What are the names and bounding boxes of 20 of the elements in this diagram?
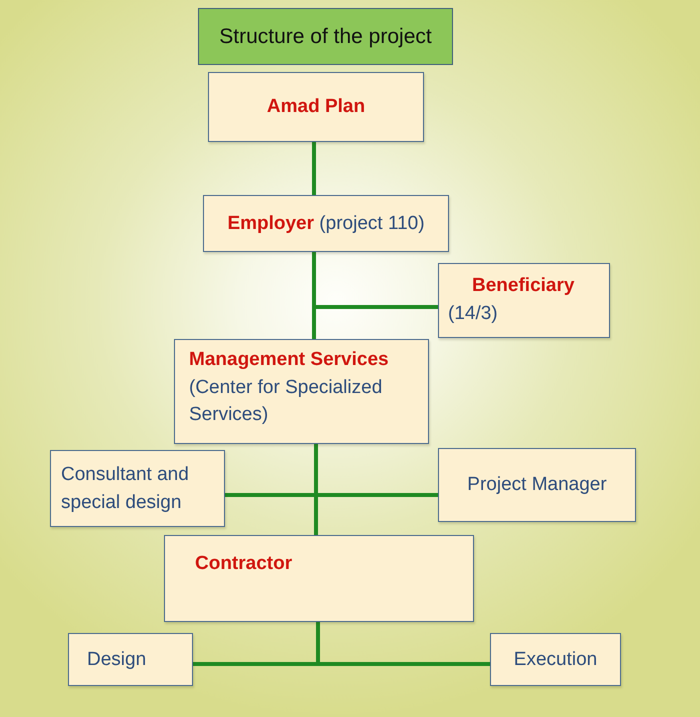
node-label: Consultant and special design bbox=[61, 462, 190, 514]
node-label: Management Services (Center for Specialized Services) bbox=[189, 348, 390, 428]
node-label: Project Manager bbox=[466, 473, 608, 498]
node-label: Execution bbox=[512, 648, 598, 672]
org-box bbox=[208, 72, 424, 142]
org-box bbox=[438, 263, 610, 338]
node-label: Beneficiary (14/3) bbox=[448, 274, 576, 326]
connector-line bbox=[312, 142, 316, 195]
org-box bbox=[50, 450, 225, 527]
node-label: Amad Plan bbox=[266, 95, 366, 120]
org-box bbox=[203, 195, 449, 252]
node-label: Employer (project 110) bbox=[226, 212, 426, 236]
org-box bbox=[490, 633, 621, 686]
title-banner: Structure of the project bbox=[198, 8, 453, 65]
org-box bbox=[68, 633, 193, 686]
node-label: Design bbox=[87, 648, 148, 672]
node-label: Contractor bbox=[195, 552, 294, 576]
org-box bbox=[164, 535, 474, 622]
org-box bbox=[174, 339, 429, 444]
org-box bbox=[438, 448, 636, 522]
